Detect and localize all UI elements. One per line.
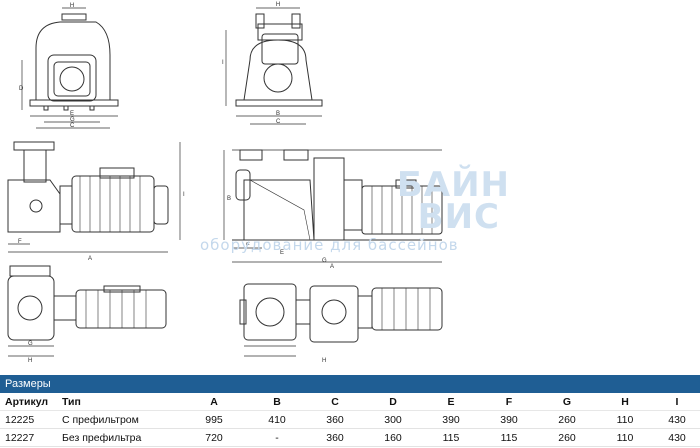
table-cell: 110 [596, 410, 654, 429]
table-cell: 12225 [0, 410, 57, 429]
table-cell: 260 [538, 410, 596, 429]
front-view-right [225, 7, 323, 125]
col-header: F [480, 393, 538, 411]
table-cell: 300 [364, 410, 422, 429]
dim-letter: H [276, 2, 280, 8]
top-view-left [7, 265, 167, 357]
table-row: 12225 С префильтром 995 410 360 300 390 … [0, 410, 700, 429]
col-header: D [364, 393, 422, 411]
side-view-left [7, 141, 181, 253]
technical-drawings: H D E C G H I B C F A I [7, 2, 443, 364]
dim-letter: E [70, 111, 74, 117]
col-header: G [538, 393, 596, 411]
front-view-left [21, 7, 119, 129]
table-cell: 410 [248, 410, 306, 429]
side-view-right [223, 149, 443, 263]
dimensions-table-section: Размеры Артикул Тип A B C D E F G H I 12… [0, 375, 700, 447]
table-cell: 390 [422, 410, 480, 429]
dimensions-table: Артикул Тип A B C D E F G H I 12225 С пр… [0, 393, 700, 447]
table-cell: Без префильтра [57, 428, 180, 447]
table-cell: 720 [180, 428, 248, 447]
table-cell: 360 [306, 410, 364, 429]
table-title: Размеры [0, 375, 700, 393]
table-row: 12227 Без префильтра 720 - 360 160 115 1… [0, 428, 700, 447]
table-cell: 430 [654, 410, 700, 429]
dim-letter: B [227, 196, 231, 202]
dim-letter: H [70, 3, 74, 9]
table-cell: 995 [180, 410, 248, 429]
dim-letter: C [276, 119, 281, 125]
table-cell: 115 [422, 428, 480, 447]
col-header: Тип [57, 393, 180, 411]
col-header: A [180, 393, 248, 411]
dim-letter: G [322, 258, 327, 264]
dim-letter: A [88, 256, 92, 262]
dim-letter: C [70, 123, 75, 129]
dim-letter: A [330, 264, 334, 270]
dim-letter: B [276, 111, 280, 117]
col-header: I [654, 393, 700, 411]
dim-letter: G [70, 117, 75, 123]
col-header: B [248, 393, 306, 411]
dim-letter: E [280, 250, 284, 256]
table-cell: 430 [654, 428, 700, 447]
table-cell: 12227 [0, 428, 57, 447]
dim-letter: I [222, 60, 224, 66]
drawings-svg: H D E C G H I B C F A I [7, 2, 443, 364]
table-cell: 110 [596, 428, 654, 447]
table-cell: 160 [364, 428, 422, 447]
table-cell: 390 [480, 410, 538, 429]
table-cell: 360 [306, 428, 364, 447]
dim-letter: F [246, 243, 250, 249]
dim-letter: G [28, 341, 33, 347]
table-header-row: Артикул Тип A B C D E F G H I [0, 393, 700, 411]
table-cell: - [248, 428, 306, 447]
col-header: C [306, 393, 364, 411]
top-view-right [239, 283, 443, 357]
table-cell: 260 [538, 428, 596, 447]
dim-letter: D [19, 86, 24, 92]
col-header: Артикул [0, 393, 57, 411]
table-cell: 115 [480, 428, 538, 447]
table-cell: С префильтром [57, 410, 180, 429]
dim-letter: F [18, 239, 22, 245]
col-header: H [596, 393, 654, 411]
dim-letter: H [28, 358, 32, 364]
dim-letter: I [183, 192, 185, 198]
col-header: E [422, 393, 480, 411]
dim-letter: H [322, 358, 326, 364]
